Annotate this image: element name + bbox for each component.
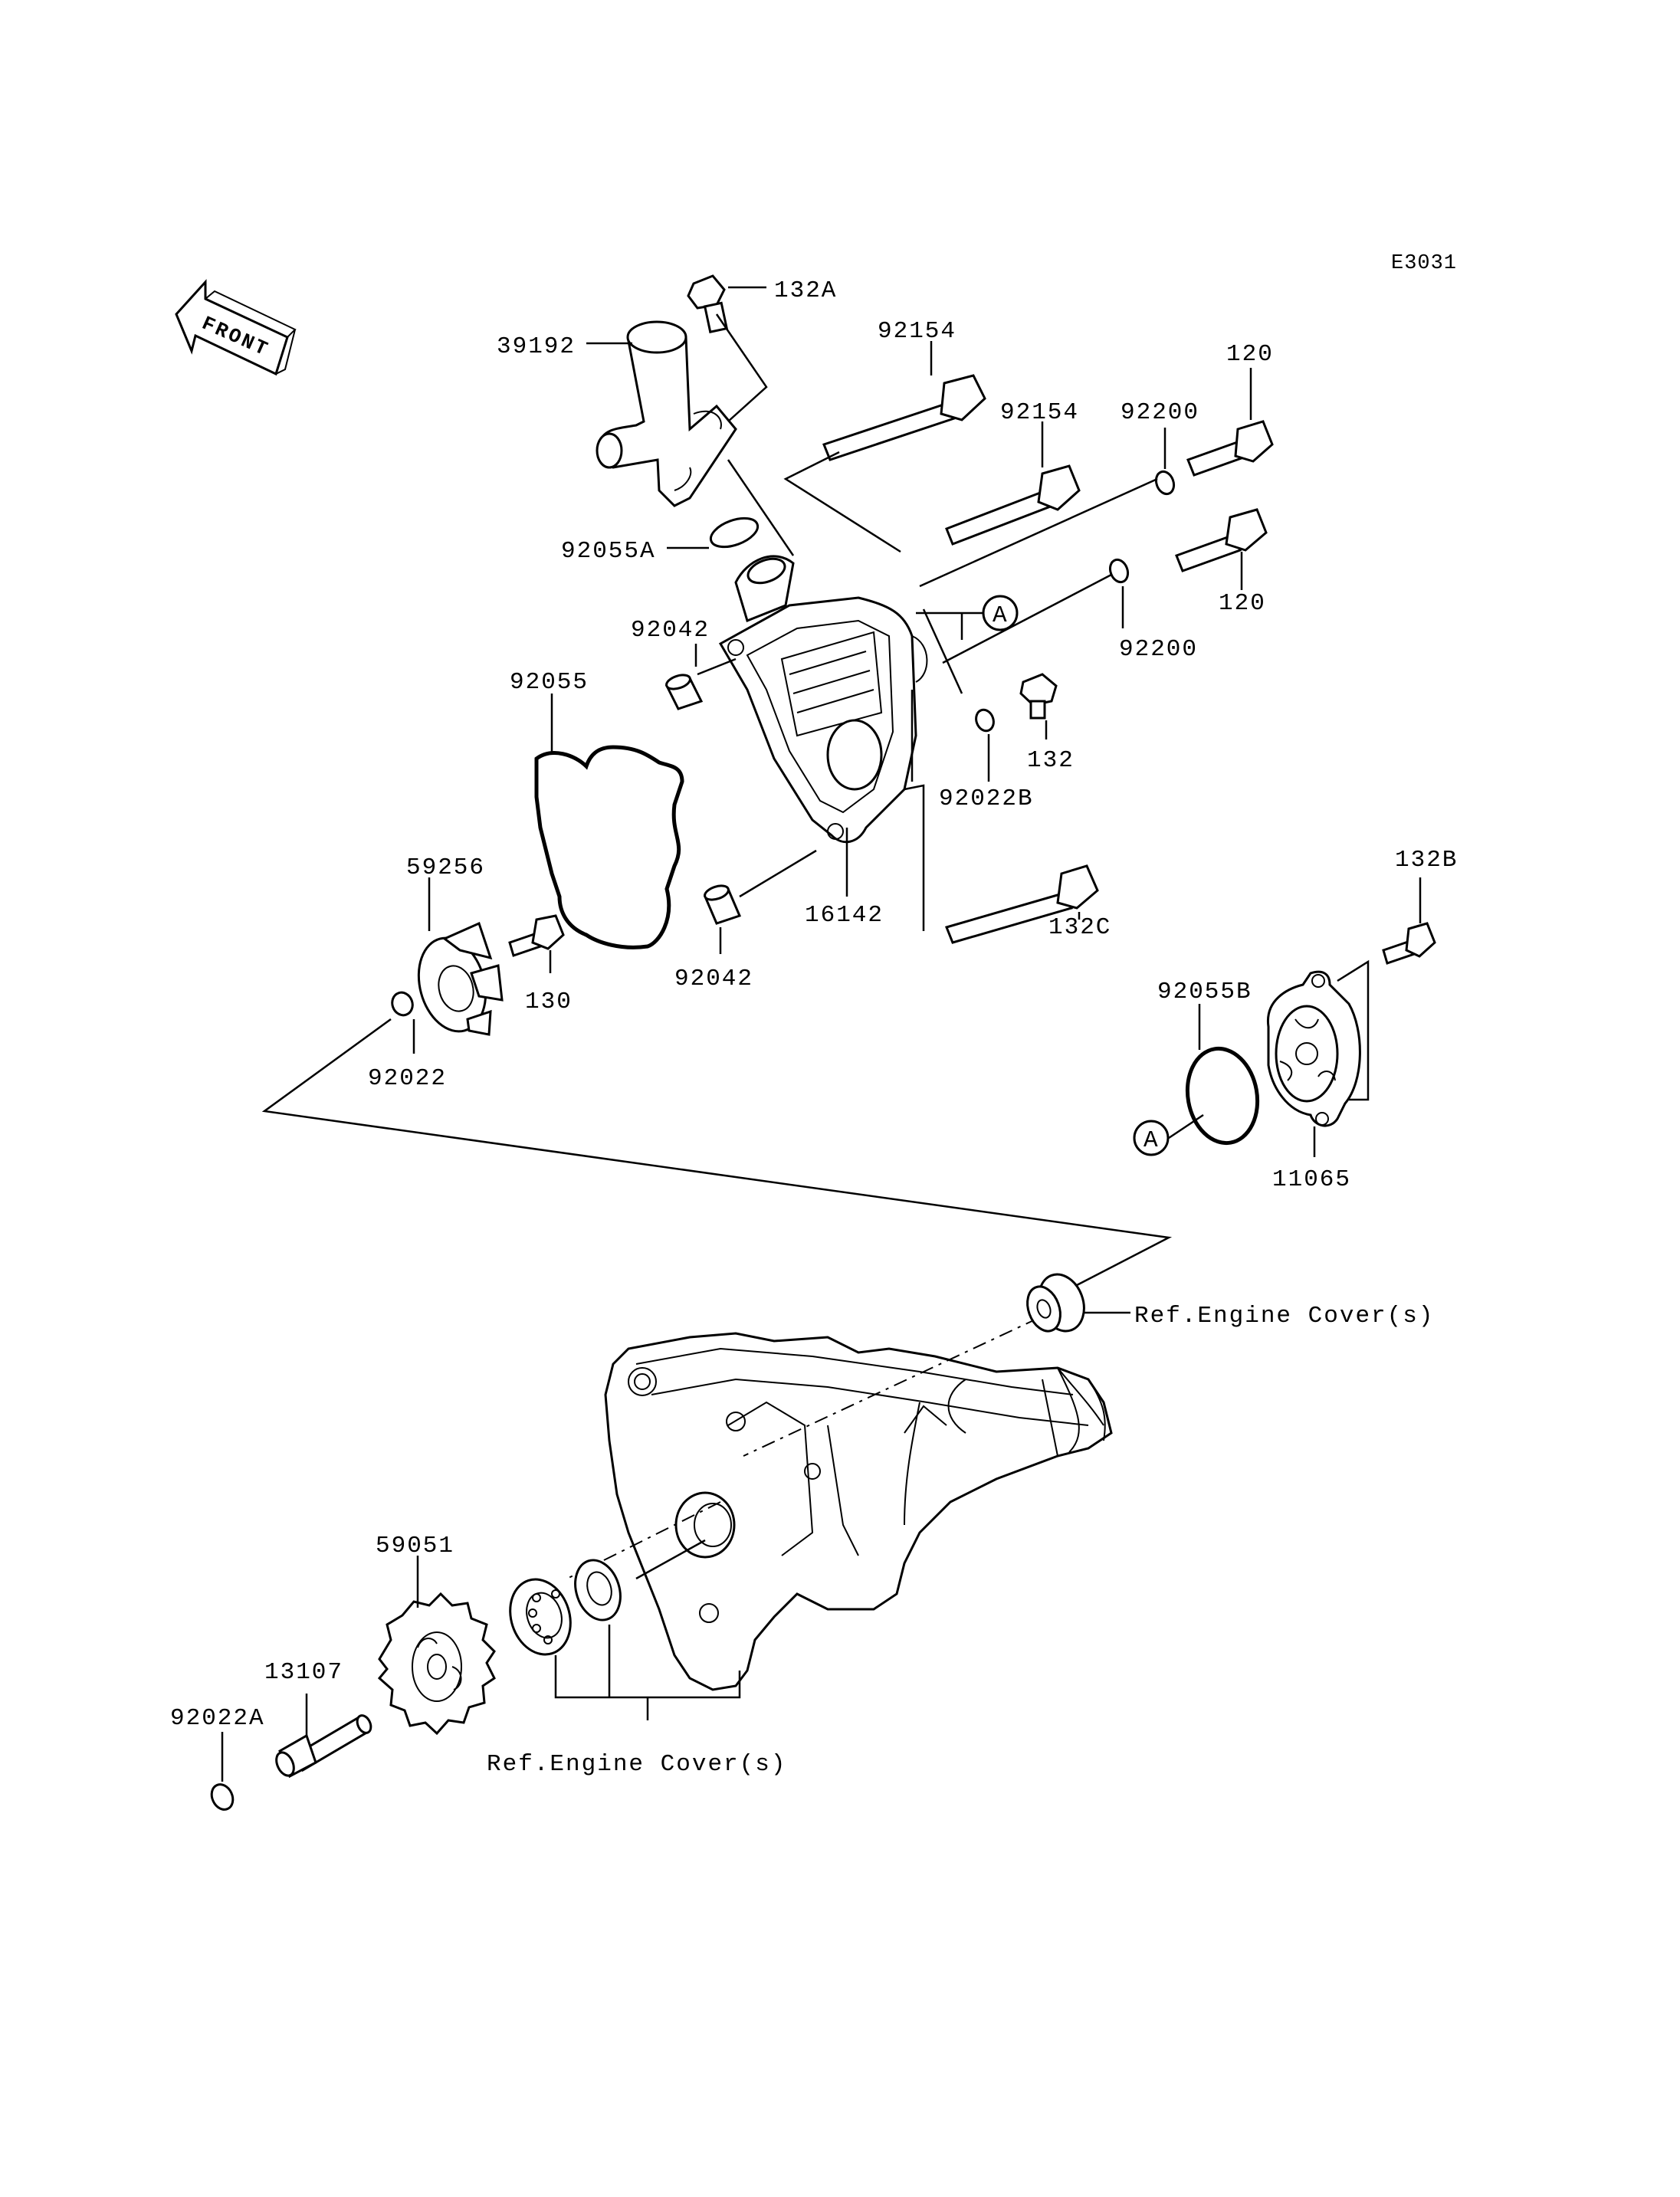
bolt-132 xyxy=(1019,673,1058,720)
impeller-59256 xyxy=(417,921,504,1036)
bolt-120-a xyxy=(1186,420,1274,477)
bolt-92154-b xyxy=(945,464,1081,546)
bolt-132C xyxy=(944,864,1099,944)
label-130: 130 xyxy=(525,989,573,1015)
bolt-132A xyxy=(687,274,729,333)
label-92200-b: 92200 xyxy=(1119,636,1198,663)
washer-92022B xyxy=(975,708,995,733)
washer-92022 xyxy=(391,991,414,1017)
label-132B: 132B xyxy=(1395,847,1458,874)
washer-92022A xyxy=(210,1783,235,1811)
label-132: 132 xyxy=(1027,747,1075,774)
shaft-13107 xyxy=(275,1714,372,1779)
bearing-large xyxy=(509,1578,572,1656)
gasket-92055 xyxy=(534,745,684,949)
label-92042-b: 92042 xyxy=(674,966,753,992)
label-92200-a: 92200 xyxy=(1121,399,1199,426)
washer-92200-a xyxy=(1154,470,1176,496)
label-92022B: 92022B xyxy=(939,785,1034,812)
front-arrow-icon: FRONT xyxy=(175,279,297,376)
label-13107: 13107 xyxy=(264,1659,343,1686)
label-132C: 132C xyxy=(1048,914,1111,941)
dowel-92042-b xyxy=(703,884,742,925)
label-92154-a: 92154 xyxy=(878,318,956,345)
label-11065: 11065 xyxy=(1272,1166,1351,1193)
pump-cover-11065 xyxy=(1267,970,1361,1127)
bolt-130 xyxy=(508,914,565,957)
dowel-92042-a xyxy=(664,674,704,710)
ref-engine-cover-upper: Ref.Engine Cover(s) xyxy=(1134,1303,1434,1330)
ref-marker-A-lower xyxy=(1133,1120,1170,1156)
bolt-132B xyxy=(1382,922,1436,965)
hose-elbow-39192 xyxy=(596,320,737,507)
gear-59051 xyxy=(377,1592,496,1736)
bolt-120-b xyxy=(1175,508,1268,572)
label-92042-a: 92042 xyxy=(631,617,710,644)
o-ring-92055B xyxy=(1185,1046,1260,1146)
label-92022A: 92022A xyxy=(170,1705,265,1732)
label-16142: 16142 xyxy=(805,902,884,929)
pump-housing-16142 xyxy=(718,555,928,844)
oil-seal xyxy=(1026,1273,1085,1333)
ref-marker-A-lower-label: A xyxy=(1144,1127,1160,1154)
bearing-small xyxy=(574,1559,622,1622)
label-92154-b: 92154 xyxy=(1000,399,1079,426)
washer-92200-b xyxy=(1108,558,1130,584)
label-120-a: 120 xyxy=(1226,341,1274,368)
label-132A: 132A xyxy=(774,277,837,304)
bolt-92154-a xyxy=(822,374,986,461)
label-59256: 59256 xyxy=(406,854,485,881)
label-39192: 39192 xyxy=(497,333,576,360)
engine-cover-housing xyxy=(604,1332,1113,1691)
label-92055: 92055 xyxy=(510,669,589,696)
label-92055A: 92055A xyxy=(561,538,656,565)
label-120-b: 120 xyxy=(1219,590,1266,617)
label-59051: 59051 xyxy=(376,1533,454,1559)
o-ring-92055A xyxy=(709,516,760,549)
ref-marker-A-upper-label: A xyxy=(993,602,1009,629)
label-92055B: 92055B xyxy=(1157,979,1252,1005)
ref-engine-cover-lower: Ref.Engine Cover(s) xyxy=(487,1751,786,1778)
label-92022: 92022 xyxy=(368,1065,447,1092)
diagram-code: E3031 xyxy=(1391,252,1457,275)
